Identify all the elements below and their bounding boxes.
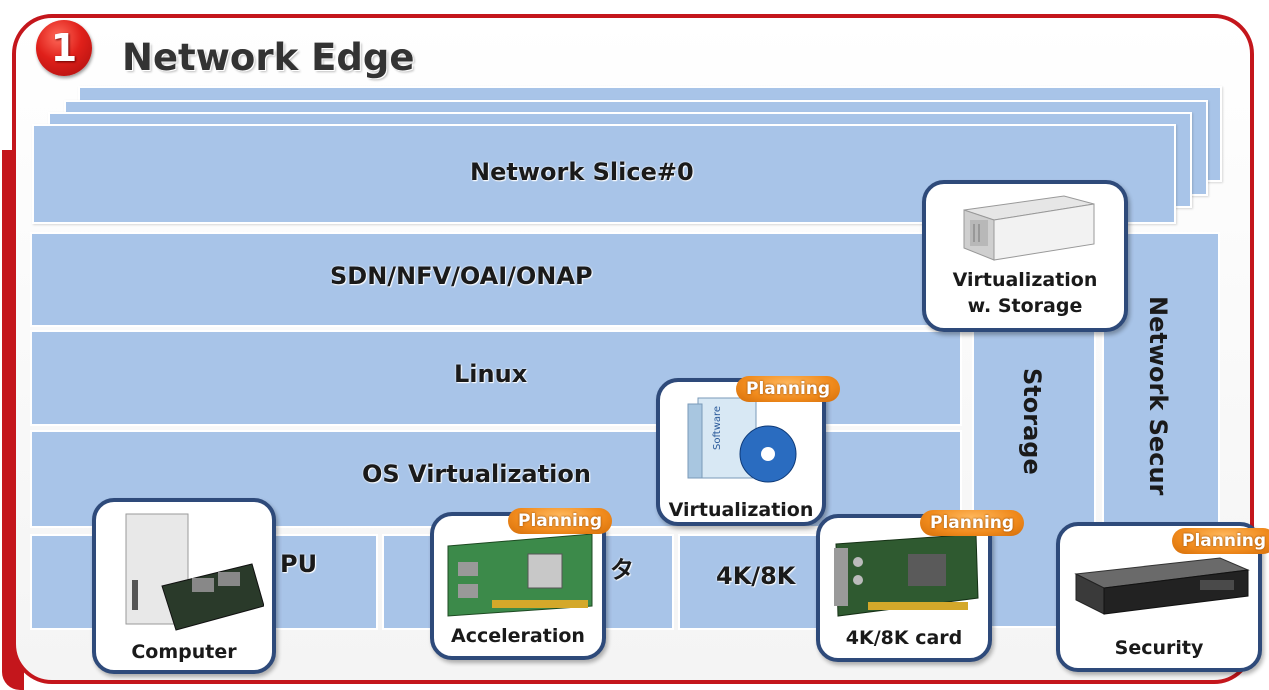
fpga-card-icon [447, 533, 593, 617]
software-box-icon: Software [687, 397, 797, 483]
computer-label: Computer [131, 641, 237, 663]
computer-card[interactable]: Computer [92, 498, 276, 674]
virtualization-label: Virtualization [668, 499, 814, 521]
virtualization-planning-badge: Planning [736, 376, 841, 402]
step-number-badge: 1 [36, 20, 92, 76]
video-capture-card-icon [834, 533, 979, 617]
bottom-cell-cpu-label: PU [280, 550, 318, 578]
bottom-cell-accel-label: タ [610, 556, 634, 584]
bottom-cell-4k8k-label: 4K/8K [716, 562, 796, 590]
computer-board-icon [125, 513, 264, 631]
4k8k-planning-badge: Planning [920, 510, 1025, 536]
sdn-label: SDN/NFV/OAI/ONAP [330, 262, 593, 290]
virtualization-storage-line2: w. Storage [967, 295, 1083, 317]
security-label: Security [1114, 637, 1204, 659]
virtualization-storage-card[interactable]: Virtualization w. Storage [922, 180, 1128, 332]
page-title: Network Edge [122, 36, 415, 79]
os-virtualization-label: OS Virtualization [362, 460, 591, 488]
virtualization-storage-line1: Virtualization [952, 269, 1098, 291]
linux-label: Linux [454, 360, 528, 388]
acceleration-card[interactable]: Acceleration [430, 512, 606, 660]
security-planning-badge: Planning [1172, 528, 1269, 554]
svg-text:Software: Software [712, 406, 723, 450]
4k8k-card-label: 4K/8K card [845, 627, 963, 649]
acceleration-label: Acceleration [451, 625, 585, 647]
acceleration-planning-badge: Planning [508, 508, 613, 534]
security-appliance-icon [1074, 557, 1250, 615]
4k8k-card[interactable]: 4K/8K card [816, 514, 992, 662]
network-slice-label: Network Slice#0 [470, 158, 694, 186]
network-security-label: Network Secur [1144, 296, 1172, 496]
server-tower-icon [963, 195, 1095, 261]
sdn-layer: SDN/NFV/OAI/ONAP [30, 232, 1100, 327]
storage-label: Storage [1018, 368, 1046, 475]
virtualization-card[interactable]: Software Virtualization [656, 378, 826, 526]
